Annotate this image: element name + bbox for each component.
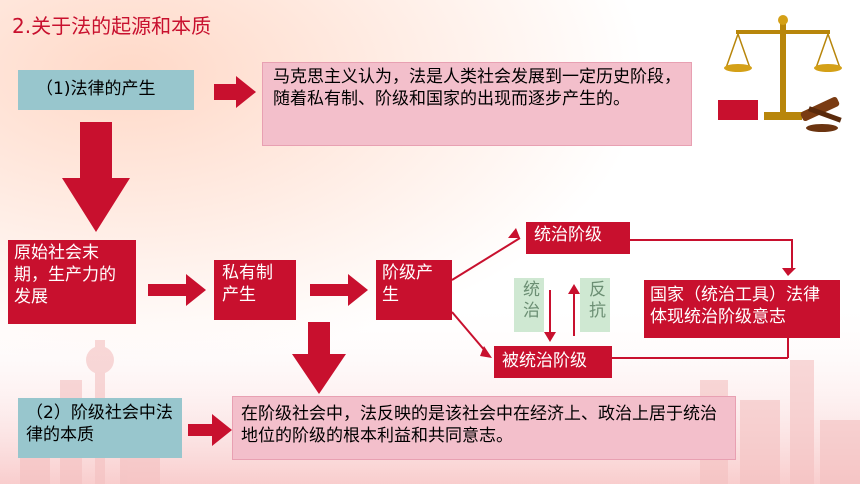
arrow-right-icon	[148, 274, 206, 306]
law-origin-text: 马克思主义认为，法是人类社会发展到一定历史阶段，随着私有制、阶级和国家的出现而逐…	[262, 62, 692, 146]
rule-label: 统治	[514, 278, 544, 332]
arrow-down-icon	[62, 122, 130, 232]
law-origin-label: （1)法律的产生	[18, 70, 194, 110]
private-ownership-box: 私有制产生	[214, 260, 296, 320]
ruled-class-box: 被统治阶级	[494, 346, 612, 378]
primitive-society-box: 原始社会末期，生产力的发展	[8, 240, 136, 324]
arrow-right-icon	[188, 414, 232, 446]
state-box: 国家（统治工具）法律体现统治阶级意志	[644, 280, 840, 338]
law-essence-text: 在阶级社会中，法反映的是该社会中在经济上、政治上居于统治地位的阶级的根本利益和共…	[232, 396, 736, 460]
justice-scale-gavel-icon	[718, 15, 842, 132]
arrow-right-icon	[214, 76, 256, 108]
arrow-down-icon	[292, 322, 346, 394]
resist-label: 反抗	[580, 278, 610, 332]
ruling-class-box: 统治阶级	[526, 222, 630, 254]
page-title: 2.关于法的起源和本质	[12, 14, 212, 38]
class-emergence-box: 阶级产生	[376, 260, 452, 320]
justice-scale-image	[712, 8, 854, 136]
arrow-right-icon	[310, 274, 368, 306]
law-essence-label: （2）阶级社会中法律的本质	[18, 398, 182, 458]
